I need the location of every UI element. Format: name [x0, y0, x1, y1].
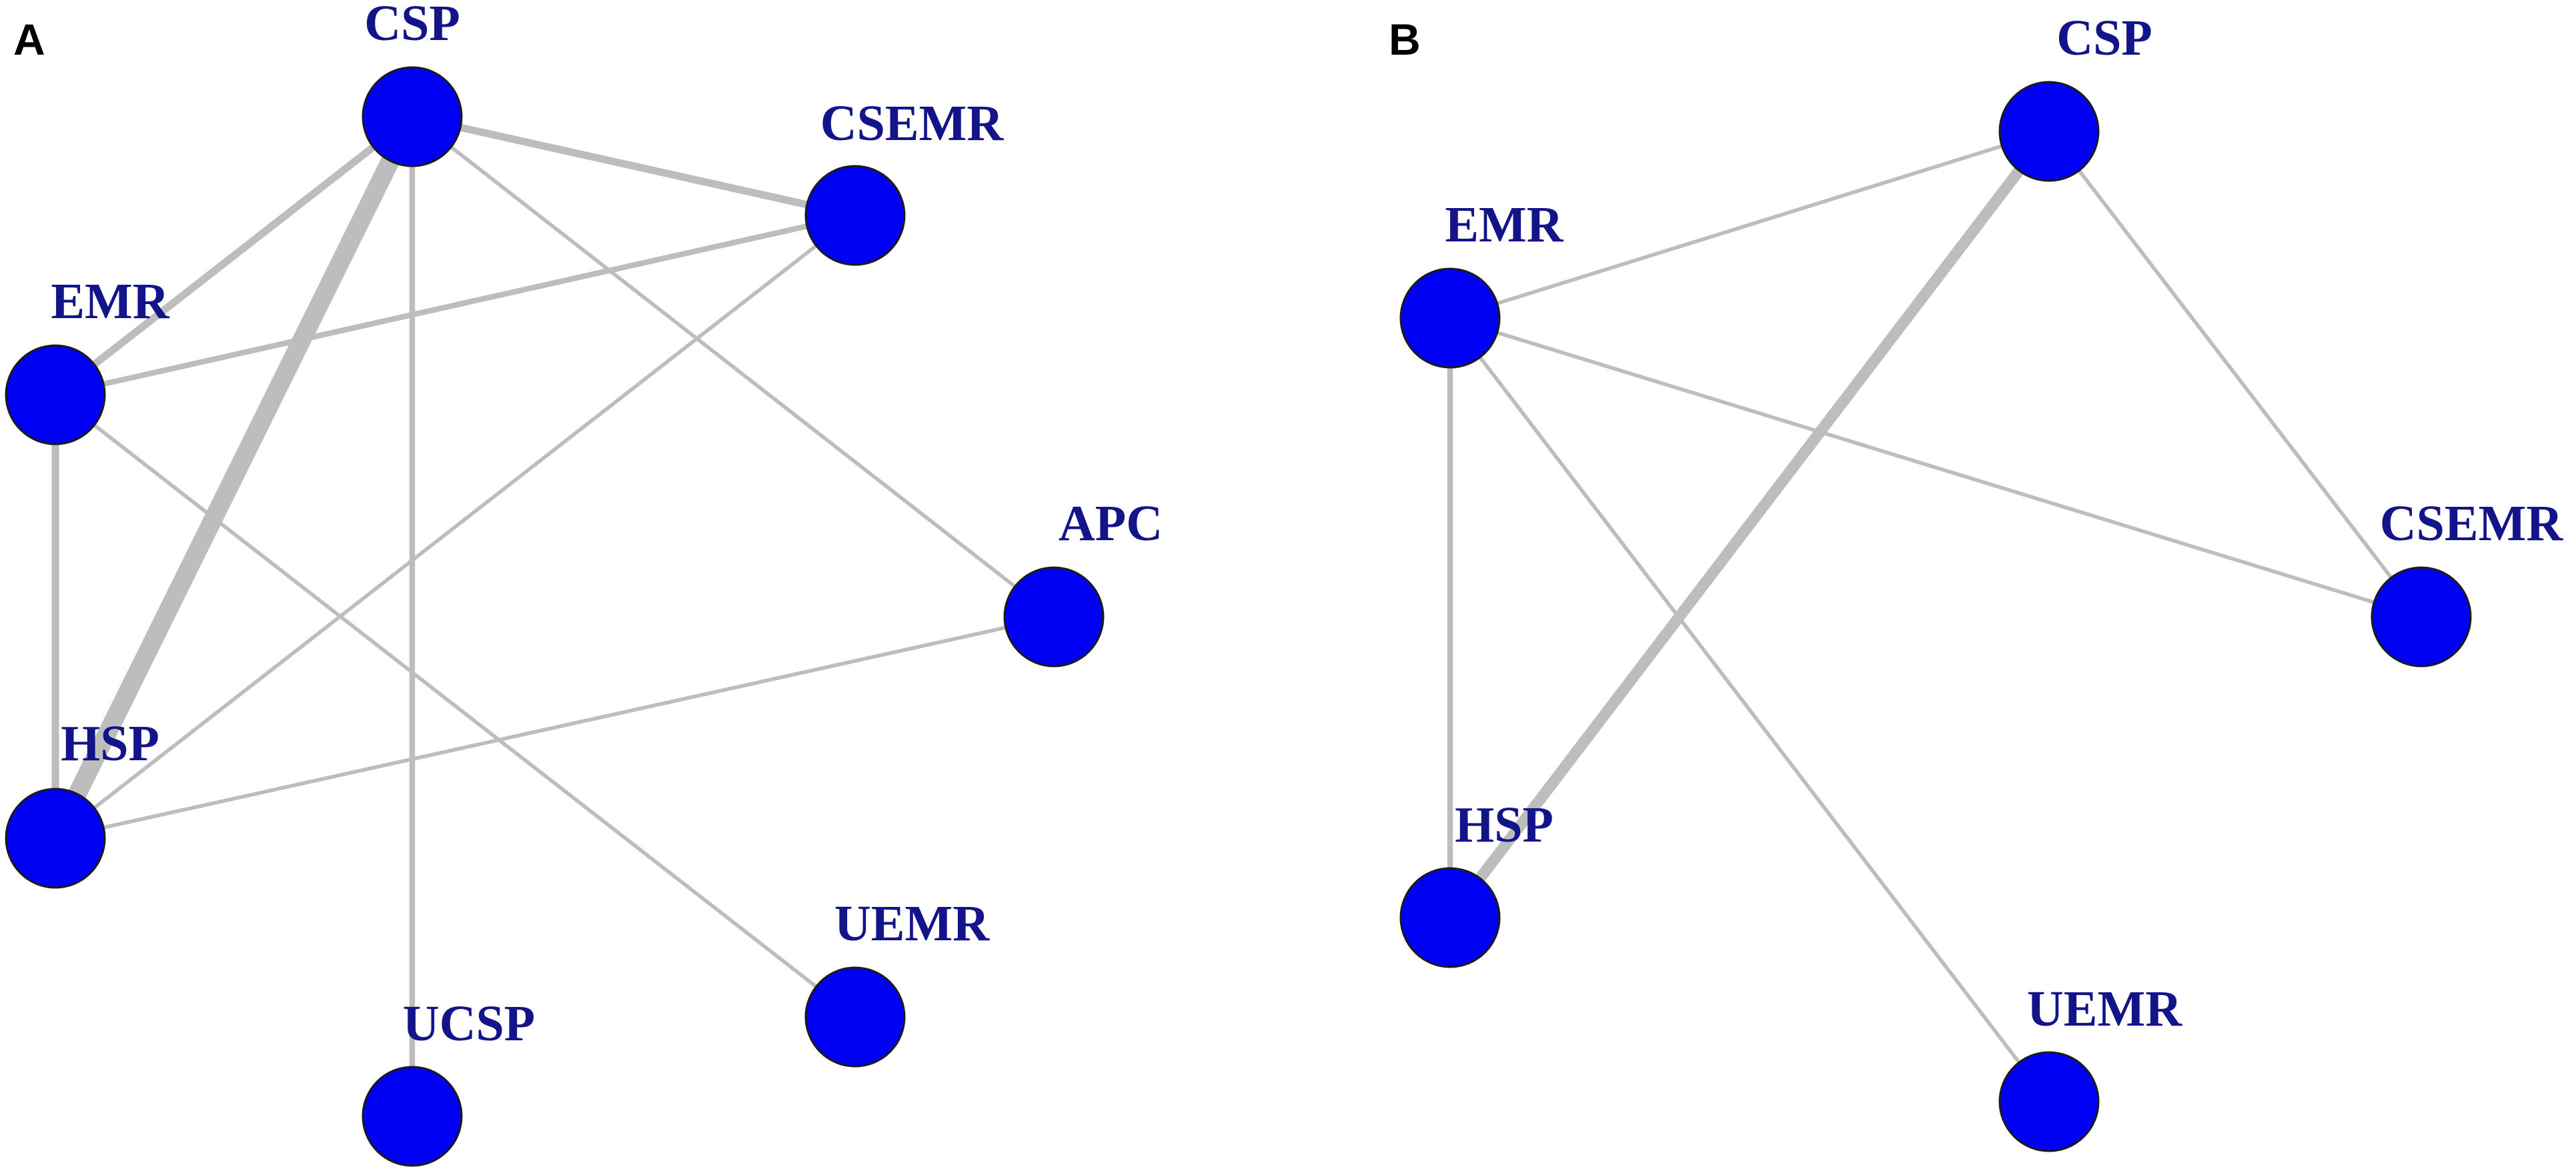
panel-b-nodes: CSP EMR CSEMR HSP UEMR [1399, 10, 2564, 1152]
node-csemr [804, 165, 906, 266]
panel-a-letter: A [13, 15, 45, 64]
edge-emr-uemr [1448, 316, 2051, 1104]
panel-b-edges [1444, 125, 2423, 1104]
node-apc [1003, 566, 1105, 668]
node-label-ucsp: UCSP [403, 996, 535, 1052]
node-csp [1998, 81, 2100, 182]
edge-csp-emr [1448, 129, 2051, 320]
node-label-csp: CSP [2056, 10, 2152, 66]
edge-csp-csemr [408, 113, 859, 219]
edge-emr-uemr [53, 393, 857, 1019]
node-emr [1399, 267, 1501, 369]
edge-emr-csemr [52, 212, 858, 398]
edge-csp-apc [410, 115, 1056, 619]
panel-b-network: B CSP EMR CSEMR HSP UEMR [1389, 10, 2564, 1152]
node-label-hsp: HSP [61, 716, 159, 772]
panel-a-edges [46, 107, 1056, 1120]
edge-csp-hsp [1444, 125, 2055, 924]
node-csemr [2371, 566, 2472, 668]
node-hsp [1399, 867, 1501, 968]
edge-hsp-apc [53, 615, 1056, 840]
panel-a-network: A CSP CSEMR EMR APC HSP UEMR UCSP [5, 0, 1163, 1167]
node-label-emr: EMR [1445, 197, 1563, 253]
node-emr [5, 344, 106, 445]
node-label-apc: APC [1059, 495, 1163, 551]
node-label-csemr: CSEMR [820, 95, 1005, 151]
edge-emr-csemr [1448, 316, 2423, 619]
panel-a-nodes: CSP CSEMR EMR APC HSP UEMR UCSP [5, 0, 1163, 1167]
node-label-csp: CSP [364, 0, 460, 51]
edge-csp-emr [51, 113, 416, 399]
node-ucsp [362, 1066, 463, 1167]
panel-b-letter: B [1389, 15, 1421, 64]
node-uemr [804, 966, 906, 1068]
node-label-hsp: HSP [1455, 797, 1553, 853]
node-label-csemr: CSEMR [2380, 495, 2564, 551]
edge-csemr-hsp [53, 213, 857, 840]
node-label-uemr: UEMR [834, 896, 990, 952]
node-uemr [1998, 1051, 2100, 1152]
node-label-emr: EMR [51, 273, 169, 329]
edge-csp-csemr [2047, 129, 2423, 619]
node-hsp [5, 788, 106, 889]
node-label-uemr: UEMR [2027, 981, 2182, 1037]
edge-csp-hsp [46, 107, 422, 848]
node-csp [362, 66, 463, 167]
